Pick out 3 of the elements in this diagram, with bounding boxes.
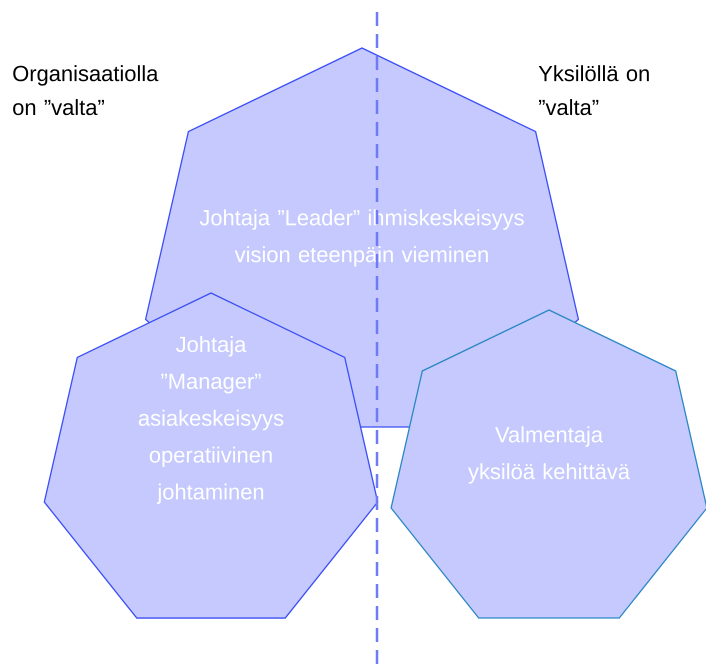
node-label: Valmentaja yksilöä kehittävä [468, 426, 630, 484]
heptagon-box: Valmentaja yksilöä kehittävä [390, 309, 706, 619]
heptagon-box: Johtaja ”Manager” asiakeskeisyys operatiivinen johtaminen [44, 292, 378, 619]
